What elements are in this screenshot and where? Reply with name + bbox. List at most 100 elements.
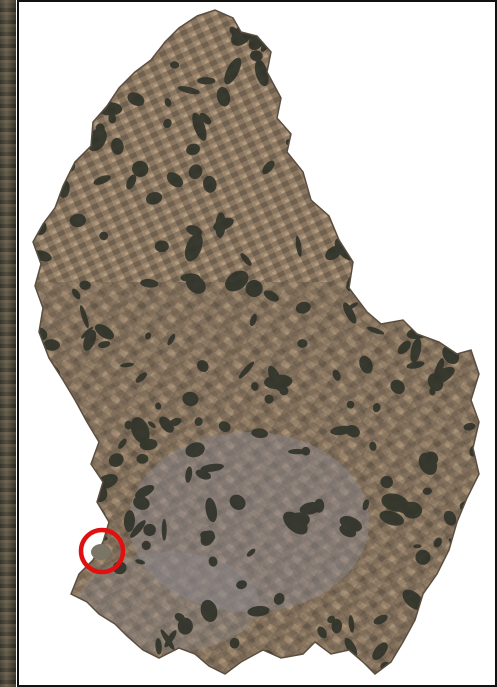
forest-patch bbox=[161, 518, 167, 541]
forest-patch bbox=[332, 369, 341, 381]
forest-patch bbox=[93, 175, 111, 185]
forest-patch bbox=[159, 416, 174, 433]
forest-patch bbox=[199, 112, 212, 125]
forest-patch bbox=[273, 593, 285, 605]
forest-patch bbox=[205, 497, 218, 523]
forest-patch bbox=[145, 332, 152, 340]
forest-patch bbox=[301, 446, 311, 456]
forest-patch bbox=[410, 337, 422, 363]
forest-patch bbox=[135, 484, 155, 499]
forest-patch bbox=[184, 233, 203, 262]
forest-patch bbox=[182, 391, 199, 407]
forest-patch bbox=[251, 382, 259, 391]
forest-patch bbox=[185, 442, 205, 458]
forest-patch bbox=[236, 580, 248, 590]
forest-patch bbox=[397, 340, 411, 355]
forest-patch bbox=[177, 617, 193, 635]
forest-patch bbox=[402, 589, 424, 610]
forest-patch bbox=[380, 475, 393, 489]
forest-patch bbox=[299, 502, 322, 515]
forest-patch bbox=[69, 213, 86, 228]
forest-patch bbox=[406, 361, 425, 369]
forest-patch bbox=[186, 143, 200, 156]
forest-patch bbox=[297, 339, 308, 348]
forest-patch bbox=[229, 637, 240, 649]
forest-patch bbox=[118, 438, 127, 449]
forest-patch bbox=[362, 499, 370, 511]
forest-patch bbox=[229, 494, 246, 510]
forest-patch bbox=[200, 530, 215, 546]
forest-patch bbox=[160, 629, 175, 650]
forest-patch bbox=[108, 113, 117, 124]
forest-patch bbox=[443, 510, 457, 526]
forest-patch bbox=[359, 355, 373, 374]
forest-patch bbox=[373, 614, 388, 625]
forest-patch bbox=[246, 548, 256, 557]
forest-patch bbox=[418, 452, 438, 475]
forest-patch bbox=[130, 417, 150, 444]
forest-patch bbox=[390, 379, 405, 395]
forest-patch bbox=[413, 544, 422, 549]
forest-patch bbox=[422, 487, 432, 495]
forest-patch bbox=[133, 496, 150, 510]
forest-patch bbox=[286, 512, 310, 529]
forest-patch bbox=[43, 339, 60, 351]
forest-patch bbox=[192, 112, 207, 141]
forest-patch bbox=[224, 57, 242, 85]
forest-patch bbox=[163, 118, 172, 128]
forest-patch bbox=[347, 302, 359, 310]
forest-patch bbox=[177, 86, 200, 95]
forest-patch bbox=[98, 341, 111, 348]
forest-patch bbox=[369, 441, 377, 451]
forest-patch bbox=[225, 270, 249, 292]
forest-patch bbox=[195, 469, 212, 480]
forest-patch bbox=[295, 301, 311, 314]
forest-patch bbox=[200, 599, 218, 623]
forest-patch bbox=[251, 428, 268, 439]
adjacent-image-strip bbox=[0, 0, 16, 687]
forest-patch bbox=[330, 425, 353, 436]
forest-patch bbox=[264, 394, 274, 404]
forest-patch bbox=[139, 438, 158, 451]
forest-patch bbox=[197, 77, 216, 85]
forest-patch bbox=[238, 361, 255, 379]
forest-patch bbox=[463, 422, 476, 431]
forest-patch bbox=[143, 523, 156, 537]
forest-patch bbox=[81, 326, 93, 339]
forest-patch bbox=[164, 98, 172, 107]
forest-patch bbox=[71, 288, 81, 300]
forest-patch bbox=[186, 225, 203, 237]
forest-patch bbox=[140, 278, 159, 288]
forest-patch bbox=[124, 420, 133, 430]
forest-patch bbox=[295, 235, 302, 257]
forest-patch bbox=[130, 520, 146, 538]
forest-patch bbox=[127, 92, 145, 106]
forest-patch bbox=[108, 453, 124, 467]
forest-patch bbox=[99, 231, 109, 241]
forest-patch bbox=[288, 448, 306, 455]
forest-patch bbox=[95, 123, 105, 134]
forest-patch bbox=[79, 280, 91, 290]
forest-patch bbox=[135, 372, 147, 383]
forest-patch bbox=[145, 192, 163, 205]
forest-patch bbox=[343, 302, 357, 324]
forest-patch bbox=[346, 400, 355, 409]
forest-patch bbox=[379, 510, 404, 526]
forest-patch bbox=[208, 556, 218, 567]
forest-patch bbox=[120, 362, 134, 368]
forest-patch bbox=[372, 642, 388, 660]
forest-patch bbox=[147, 421, 156, 429]
forest-patch bbox=[240, 253, 252, 266]
forest-patch bbox=[385, 493, 394, 507]
forest-patch bbox=[344, 637, 358, 657]
satellite-map bbox=[19, 2, 495, 685]
forest-patch bbox=[126, 174, 137, 190]
forest-patch bbox=[200, 463, 224, 472]
forest-patch bbox=[111, 137, 124, 155]
forest-patch bbox=[216, 86, 231, 107]
forest-patch bbox=[203, 175, 217, 193]
highlight-circle-icon bbox=[78, 527, 126, 575]
forest-patch bbox=[331, 618, 343, 634]
forest-patch bbox=[213, 217, 234, 231]
